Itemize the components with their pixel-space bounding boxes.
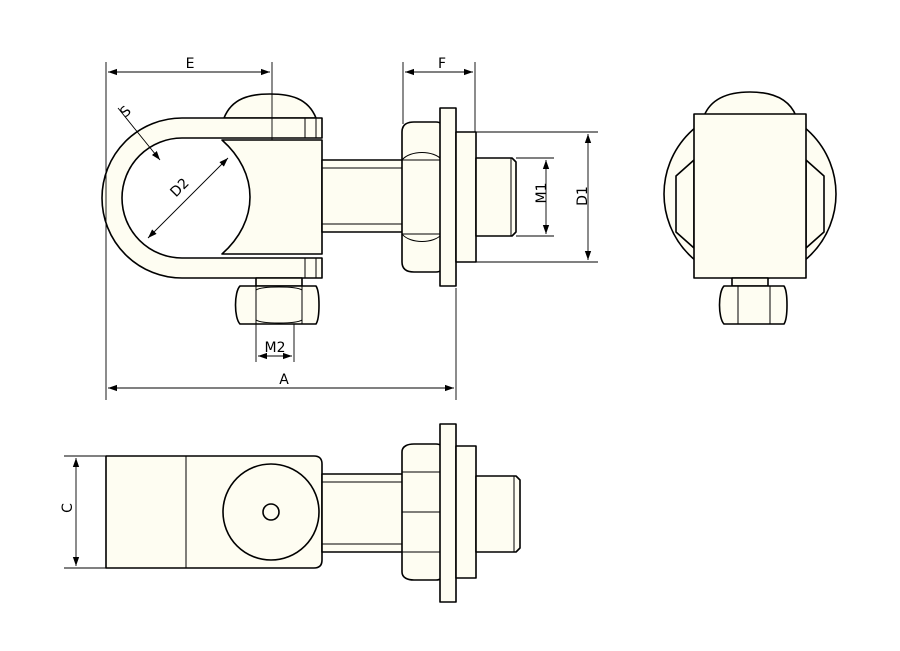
- label-F: F: [438, 56, 446, 72]
- side-hex-left: [675, 159, 695, 249]
- top-pin-hole: [262, 503, 280, 521]
- cap-dome: [223, 93, 317, 119]
- label-M2: M2: [265, 340, 286, 356]
- bottom-nut: [234, 285, 320, 325]
- side-hex-right: [805, 159, 825, 249]
- label-E: E: [186, 56, 195, 72]
- front-view-dimensions: E F S D2 M1 D1 M2 A: [105, 56, 598, 400]
- label-S: S: [117, 103, 135, 121]
- side-cap-dome: [703, 91, 797, 117]
- top-washer: [439, 423, 457, 603]
- side-body: [693, 113, 807, 279]
- thread-end: [475, 157, 517, 237]
- label-C: C: [60, 503, 76, 513]
- u-strap: [101, 117, 323, 279]
- top-view: [105, 423, 521, 603]
- pin-block: [221, 139, 323, 255]
- side-bolt-stem: [731, 277, 769, 287]
- top-thread-stud: [455, 445, 477, 579]
- bolt-stem: [255, 277, 303, 287]
- thread-stud: [455, 131, 477, 263]
- hex-nut-side: [401, 121, 443, 273]
- washer: [439, 107, 457, 287]
- label-D1: D1: [575, 186, 591, 206]
- label-M1: M1: [534, 183, 550, 204]
- top-thread-end: [475, 475, 521, 553]
- top-shaft: [321, 473, 407, 553]
- shaft: [321, 159, 409, 233]
- label-A: A: [279, 372, 289, 388]
- top-view-dimensions: C: [60, 455, 106, 569]
- front-view: [101, 93, 517, 325]
- side-bottom-nut: [718, 285, 788, 325]
- side-view: [663, 91, 837, 325]
